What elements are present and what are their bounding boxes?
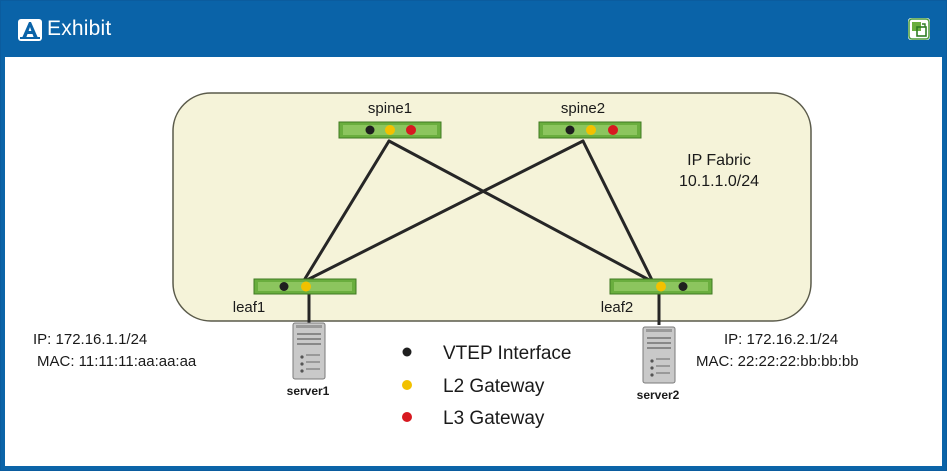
exhibit-content: spine1 spine2 IP Fabric 10.1.1.0/24 leaf… (5, 57, 942, 466)
exhibit-logo-icon (18, 19, 42, 41)
legend-l2-dot (402, 380, 412, 390)
link-spine2-leaf2 (581, 139, 655, 284)
leaf1-switch (253, 278, 357, 295)
spine2-label: spine2 (561, 100, 605, 117)
server1-ip: IP: 172.16.1.1/24 (33, 331, 147, 348)
spine2-switch (538, 121, 642, 139)
leaf2-label: leaf2 (601, 299, 634, 316)
fabric-links (301, 139, 655, 284)
server2-icon (642, 326, 676, 384)
title-bar: Exhibit (1, 1, 946, 57)
server1-mac: MAC: 11:11:11:aa:aa:aa (37, 353, 197, 370)
server1-label: server1 (287, 384, 330, 398)
link-spine2-leaf1 (301, 139, 585, 284)
leaf1-label: leaf1 (233, 299, 266, 316)
expand-button[interactable] (908, 18, 930, 40)
expand-icon (908, 18, 930, 40)
spine1-switch (338, 121, 442, 139)
network-diagram: spine1 spine2 IP Fabric 10.1.1.0/24 leaf… (33, 92, 859, 429)
legend-vtep-label: VTEP Interface (443, 343, 572, 364)
legend: VTEP Interface L2 Gateway L3 Gateway (402, 343, 572, 429)
legend-l3-label: L3 Gateway (443, 408, 545, 429)
legend-l3-dot (402, 412, 412, 422)
legend-vtep-dot (402, 347, 412, 357)
window-title: Exhibit (47, 17, 112, 40)
spine1-label: spine1 (368, 100, 412, 117)
link-spine1-leaf2 (387, 139, 655, 284)
ip-fabric-subnet: 10.1.1.0/24 (679, 173, 759, 190)
link-spine1-leaf1 (301, 139, 391, 284)
legend-l2-label: L2 Gateway (443, 376, 545, 397)
server2-label: server2 (637, 388, 680, 402)
server2-mac: MAC: 22:22:22:bb:bb:bb (696, 353, 859, 370)
ip-fabric-region (172, 92, 812, 322)
server2-ip: IP: 172.16.2.1/24 (724, 331, 838, 348)
ip-fabric-label: IP Fabric (687, 152, 751, 169)
server1-icon (292, 322, 326, 380)
leaf2-switch (609, 278, 713, 295)
